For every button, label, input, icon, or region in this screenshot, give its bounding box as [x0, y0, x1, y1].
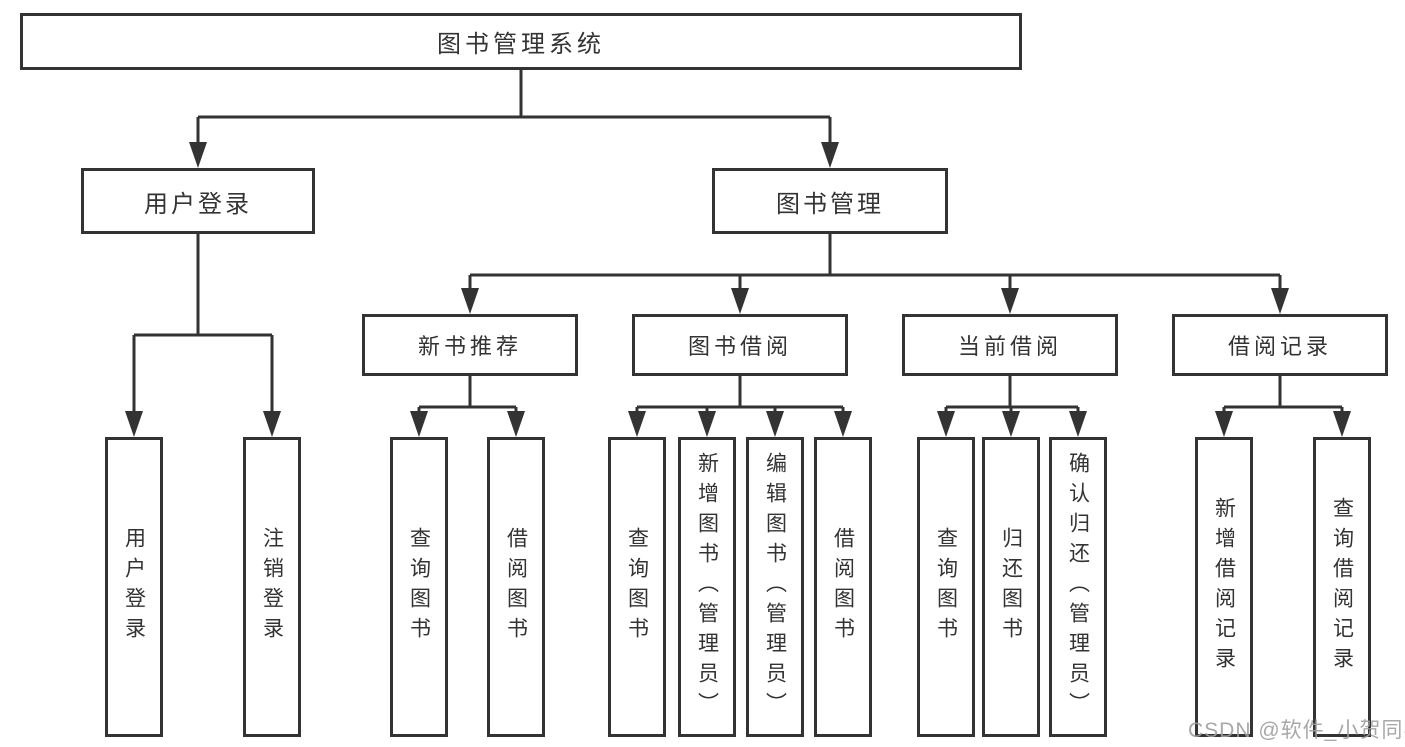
node-root: 图书管理系统: [20, 13, 1022, 70]
node-current-borrow: 当前借阅: [902, 314, 1118, 376]
node-leaf-borrow-book-1: 借阅图书: [487, 437, 545, 737]
node-leaf-query-book-1: 查询图书: [390, 437, 448, 737]
node-new-book-recommend: 新书推荐: [362, 314, 578, 376]
node-leaf-logout: 注销登录: [243, 437, 301, 737]
node-leaf-confirm-return-admin: 确认归还（管理员）: [1049, 437, 1107, 737]
node-leaf-edit-book-admin: 编辑图书（管理员）: [746, 437, 804, 737]
node-borrow-record: 借阅记录: [1172, 314, 1388, 376]
node-leaf-add-book-admin: 新增图书（管理员）: [678, 437, 736, 737]
node-leaf-borrow-book-2: 借阅图书: [814, 437, 872, 737]
node-leaf-return-book: 归还图书: [982, 437, 1040, 737]
node-leaf-query-book-3: 查询图书: [917, 437, 975, 737]
node-leaf-query-borrow-record: 查询借阅记录: [1313, 437, 1371, 737]
leaf-label: 用户登录: [122, 527, 146, 647]
leaf-label: 查询借阅记录: [1330, 497, 1354, 677]
node-leaf-add-borrow-record: 新增借阅记录: [1195, 437, 1253, 737]
node-leaf-user-login: 用户登录: [105, 437, 163, 737]
csdn-watermark: CSDN @软件_小贺同学: [1188, 719, 1405, 742]
leaf-label: 查询图书: [407, 527, 431, 647]
node-book-management: 图书管理: [712, 168, 948, 234]
leaf-label: 确认归还（管理员）: [1066, 452, 1090, 722]
leaf-label: 编辑图书（管理员）: [763, 452, 787, 722]
leaf-label: 借阅图书: [504, 527, 528, 647]
leaf-label: 借阅图书: [831, 527, 855, 647]
leaf-label: 新增图书（管理员）: [695, 452, 719, 722]
leaf-label: 查询图书: [625, 527, 649, 647]
node-leaf-query-book-2: 查询图书: [608, 437, 666, 737]
node-user-login: 用户登录: [81, 168, 315, 234]
leaf-label: 新增借阅记录: [1212, 497, 1236, 677]
leaf-label: 归还图书: [999, 527, 1023, 647]
leaf-label: 查询图书: [934, 527, 958, 647]
node-book-borrow: 图书借阅: [632, 314, 848, 376]
leaf-label: 注销登录: [260, 527, 284, 647]
